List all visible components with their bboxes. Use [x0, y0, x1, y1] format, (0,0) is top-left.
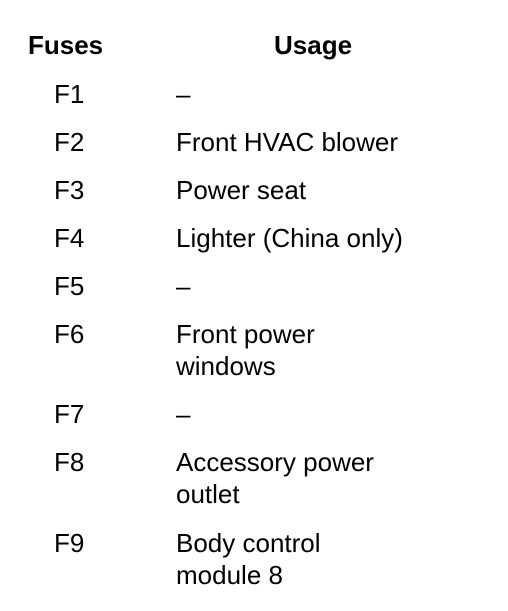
usage-cell: Front power windows	[176, 319, 315, 381]
fuse-cell: F5	[54, 271, 85, 301]
usage-cell: Accessory power outlet	[176, 447, 374, 509]
fuse-cell: F3	[54, 175, 85, 205]
fuse-cell: F4	[54, 223, 85, 253]
usage-cell: –	[176, 79, 191, 109]
header-usage: Usage	[274, 30, 353, 60]
usage-cell: Lighter (China only)	[176, 223, 403, 253]
fuse-cell: F1	[54, 79, 85, 109]
fuse-cell: F9	[54, 528, 85, 558]
fuse-cell: F7	[54, 399, 85, 429]
usage-cell: –	[176, 271, 191, 301]
usage-cell: Front HVAC blower	[176, 127, 399, 157]
usage-cell: Power seat	[176, 175, 307, 205]
header-fuses: Fuses	[28, 30, 104, 60]
fuse-cell: F6	[54, 319, 85, 349]
usage-cell: –	[176, 399, 191, 429]
fuse-cell: F2	[54, 127, 85, 157]
table-header: Fuses Usage	[0, 28, 508, 62]
fuse-cell: F8	[54, 447, 85, 477]
usage-cell: Body control module 8	[176, 528, 321, 590]
